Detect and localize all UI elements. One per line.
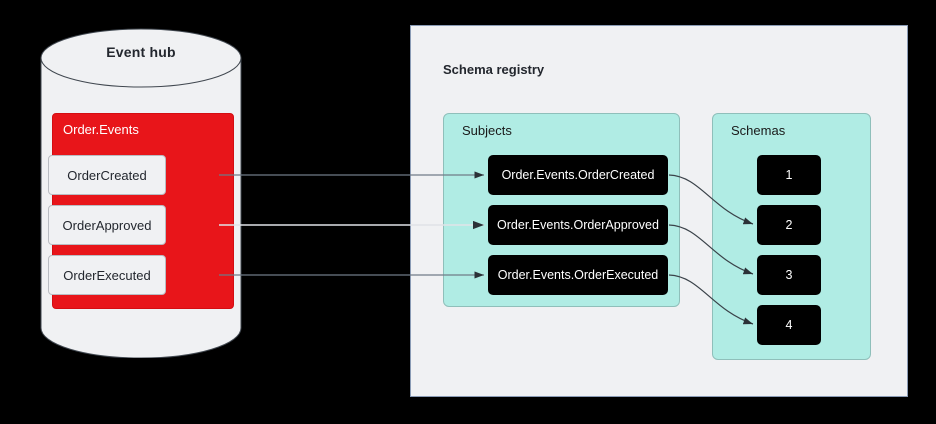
event-hub-title: Event hub	[106, 44, 176, 60]
schema-node-3[interactable]: 3	[757, 255, 821, 295]
event-item-order-created[interactable]: OrderCreated	[48, 155, 166, 195]
subjects-group-label: Subjects	[462, 123, 512, 138]
schema-registry-title: Schema registry	[443, 62, 545, 77]
schemas-group-label: Schemas	[731, 123, 786, 138]
schema-node-2[interactable]: 2	[757, 205, 821, 245]
event-item-order-executed[interactable]: OrderExecuted	[48, 255, 166, 295]
subject-node-order-approved[interactable]: Order.Events.OrderApproved	[488, 205, 668, 245]
subject-node-order-created[interactable]: Order.Events.OrderCreated	[488, 155, 668, 195]
subject-node-order-executed[interactable]: Order.Events.OrderExecuted	[488, 255, 668, 295]
schema-node-1[interactable]: 1	[757, 155, 821, 195]
schema-node-4[interactable]: 4	[757, 305, 821, 345]
order-events-label: Order.Events	[63, 122, 139, 137]
event-item-order-approved[interactable]: OrderApproved	[48, 205, 166, 245]
